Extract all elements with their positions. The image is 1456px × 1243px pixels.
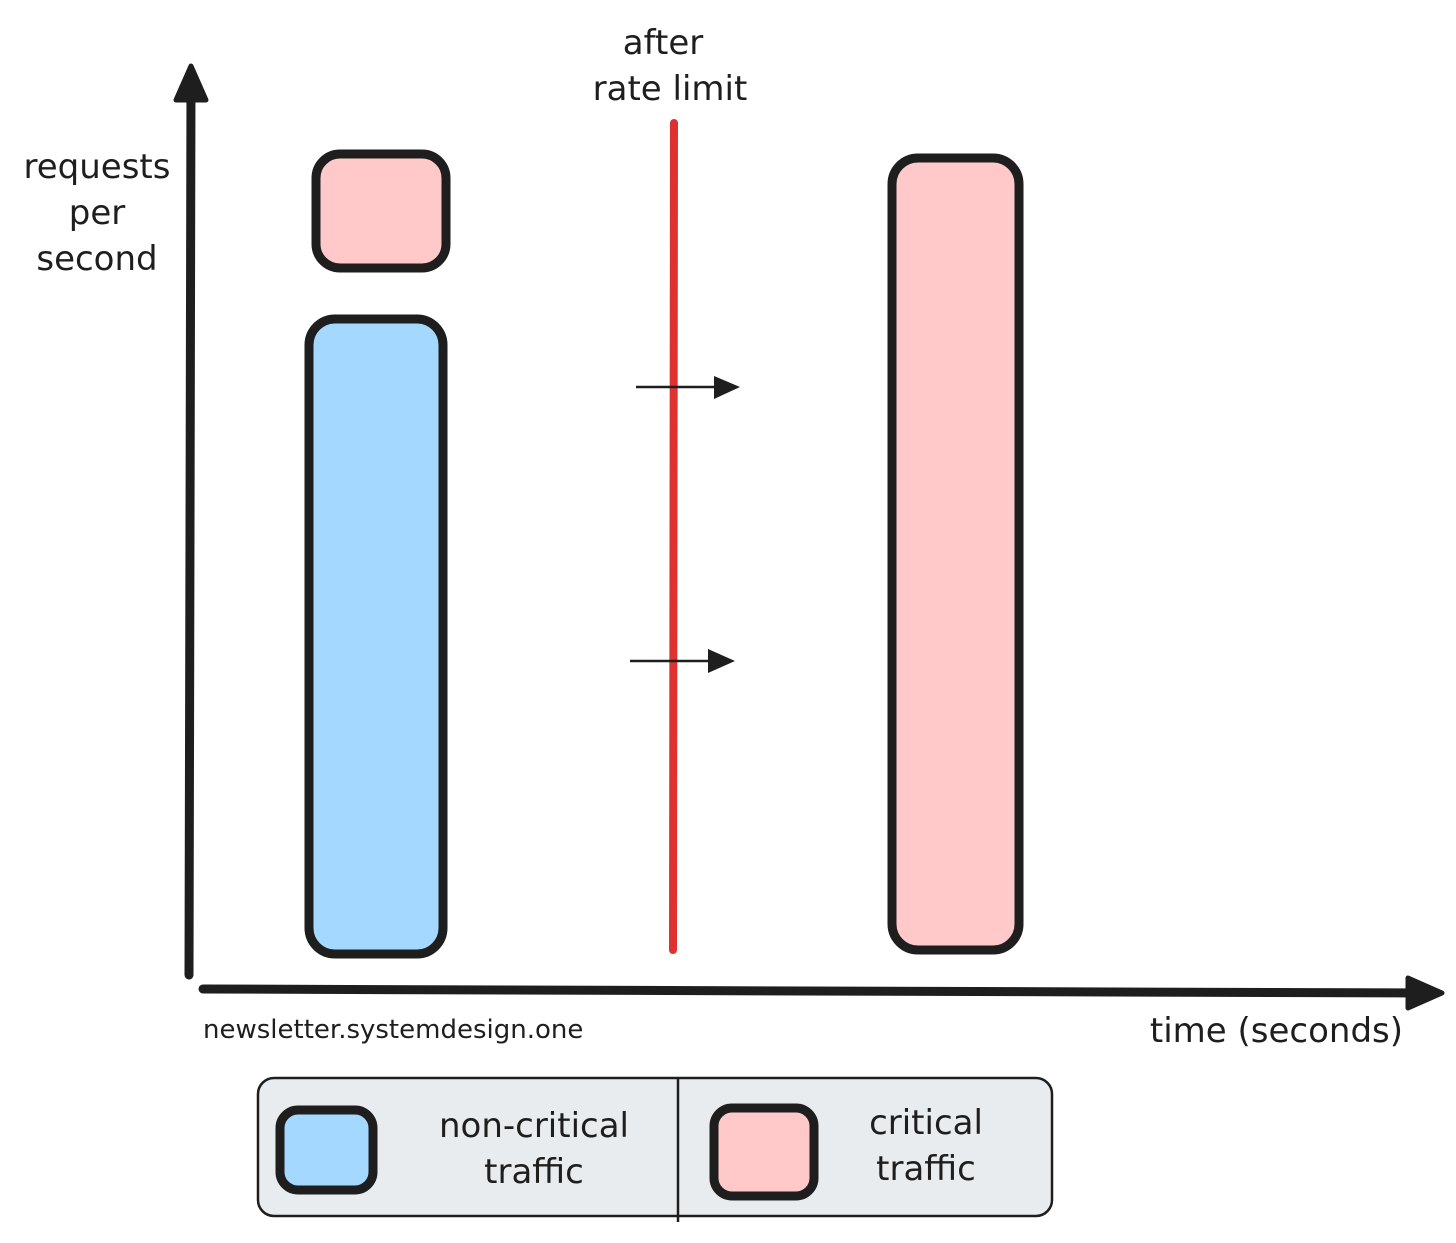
rate-limit-label-line-2: rate limit bbox=[593, 69, 748, 109]
y-axis-label-line-1: requests bbox=[24, 147, 171, 187]
legend-box bbox=[256, 1076, 1054, 1218]
legend: non-critical traffic critical traffic bbox=[256, 1076, 1054, 1222]
x-axis bbox=[198, 975, 1445, 1011]
arrow-right-icon bbox=[714, 376, 740, 399]
legend-label-non-critical-line-2: traffic bbox=[484, 1152, 584, 1192]
y-axis-label-line-3: second bbox=[36, 239, 157, 279]
traffic-arrow-bottom bbox=[630, 649, 735, 673]
bar-after-critical bbox=[887, 153, 1024, 955]
y-axis bbox=[173, 63, 209, 980]
traffic-arrow-top bbox=[636, 376, 740, 399]
watermark: newsletter.systemdesign.one bbox=[203, 1015, 583, 1045]
legend-label-critical-line-2: traffic bbox=[876, 1149, 976, 1189]
rate-limit-label-line-1: after bbox=[623, 23, 703, 63]
legend-label-critical-line-1: critical bbox=[869, 1103, 983, 1143]
bar-before-non-critical bbox=[304, 314, 448, 959]
y-axis-arrowhead-icon bbox=[173, 63, 209, 103]
bar-before-critical bbox=[311, 149, 451, 273]
y-axis-label-line-2: per bbox=[69, 193, 126, 233]
arrow-right-icon bbox=[708, 649, 735, 673]
x-axis-label: time (seconds) bbox=[1150, 1011, 1403, 1051]
legend-swatch-non-critical bbox=[275, 1105, 378, 1195]
x-axis-arrowhead-icon bbox=[1405, 975, 1445, 1011]
legend-swatch-critical bbox=[709, 1103, 819, 1201]
rate-limit-line bbox=[669, 119, 678, 954]
legend-label-non-critical-line-1: non-critical bbox=[439, 1106, 629, 1146]
